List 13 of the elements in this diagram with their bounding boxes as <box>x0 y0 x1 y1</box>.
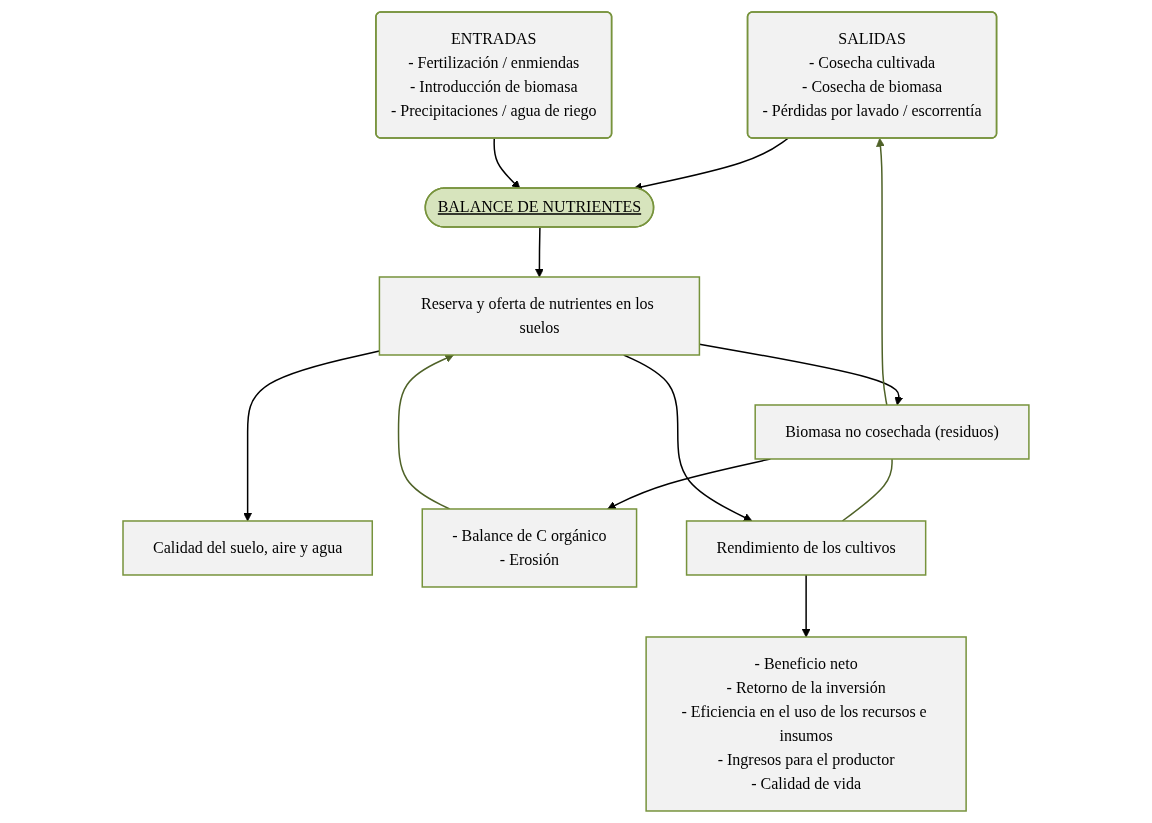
node-box: Calidad del suelo, aire y agua <box>122 520 374 576</box>
arrow <box>493 137 521 189</box>
node-box: Reserva y oferta de nutrientes en los suelos <box>378 276 701 356</box>
arrow <box>623 354 753 522</box>
arrow <box>535 226 544 278</box>
arrow <box>801 574 811 638</box>
node-box: - Balance de C orgánico - Erosión <box>421 508 638 588</box>
connector <box>841 458 893 522</box>
arrow <box>397 354 454 510</box>
node-box: - Beneficio neto - Retorno de la inversión - Eficiencia en el uso de los recursos e insumos - Ingresos para el productor - Calidad de vida <box>645 636 967 812</box>
node-box: Rendimiento de los cultivos <box>685 520 927 576</box>
node-box: Biomasa no cosechada (residuos) <box>754 404 1030 460</box>
arrow <box>876 138 888 406</box>
